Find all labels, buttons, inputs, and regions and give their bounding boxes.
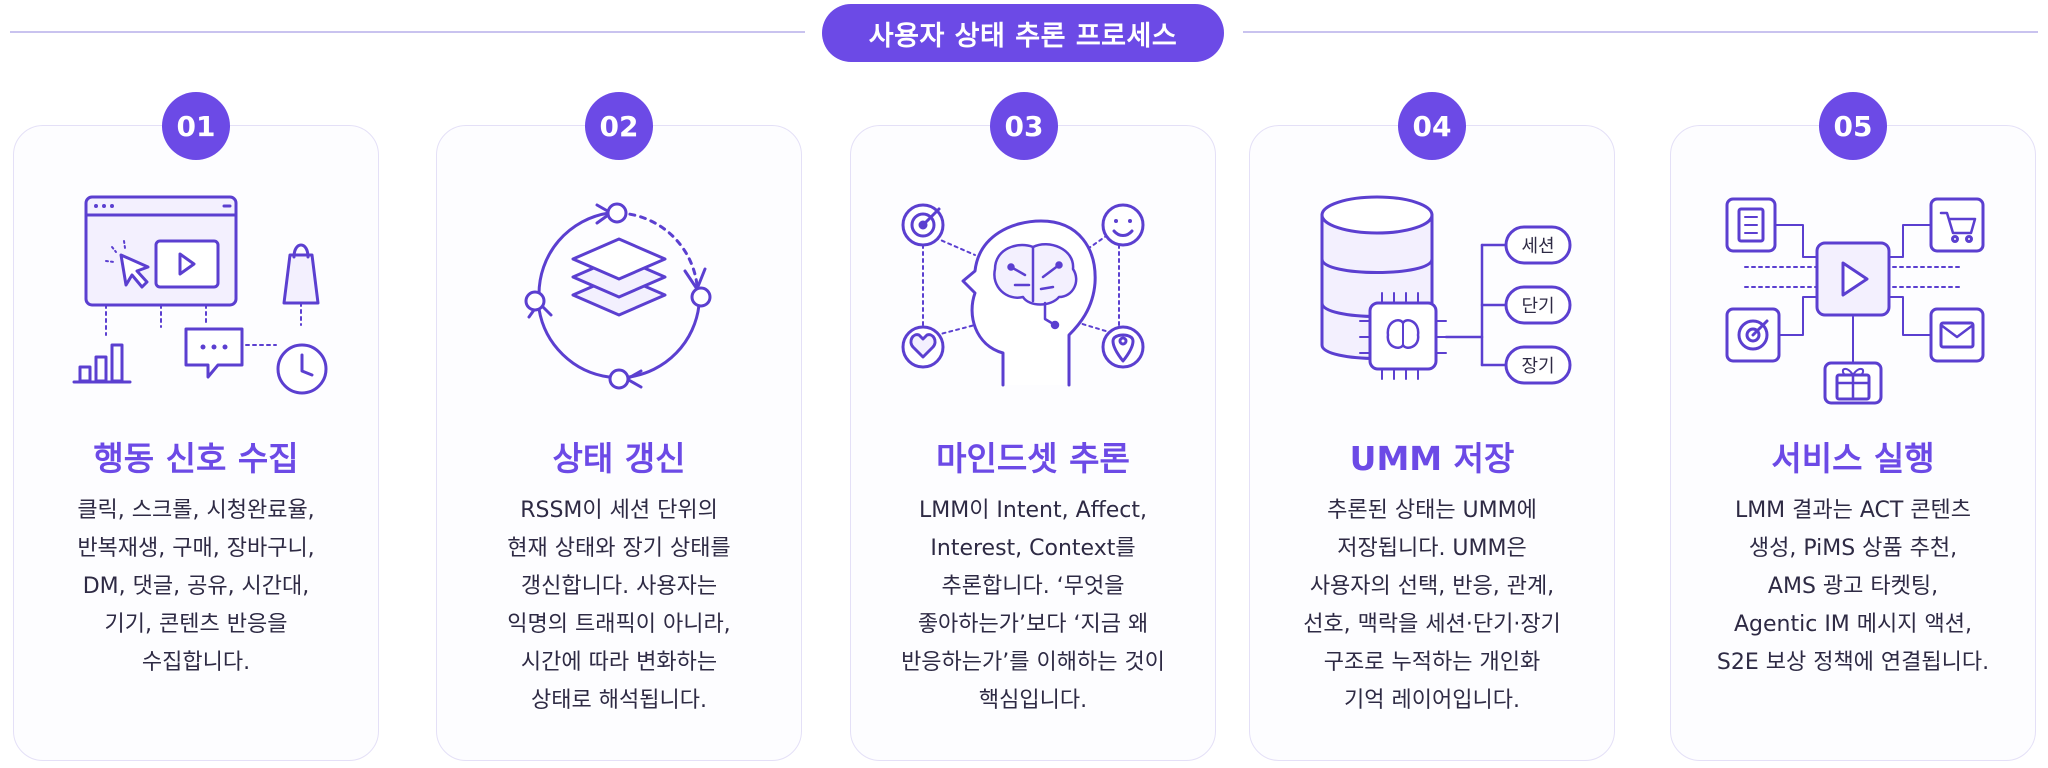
description-line: RSSM이 세션 단위의 — [520, 498, 718, 523]
umm-storage-illustration: 세션 단기 장기 — [1320, 195, 1572, 385]
step-description: LMM 결과는 ACT 콘텐츠 생성, PiMS 상품 추천, AMS 광고 타… — [1670, 492, 2036, 682]
description-line: 상태로 해석됩니다. — [531, 688, 707, 713]
description-line: 현재 상태와 장기 상태를 — [507, 536, 731, 561]
page-title: 사용자 상태 추론 프로세스 — [822, 4, 1224, 62]
description-line: 수집합니다. — [141, 650, 251, 675]
step-number-badge: 03 — [990, 92, 1058, 160]
step-number-badge: 04 — [1398, 92, 1466, 160]
description-line: 반복재생, 구매, 장바구니, — [77, 536, 315, 561]
description-line: 반응하는가’를 이해하는 것이 — [901, 650, 1165, 675]
step-number-badge: 02 — [585, 92, 653, 160]
memory-tree-connector — [1444, 243, 1508, 367]
shopping-cart-icon — [1929, 197, 1985, 253]
location-pin-icon — [1101, 325, 1145, 369]
description-line: Agentic IM 메시지 액션, — [1734, 612, 1972, 637]
step-description: 추론된 상태는 UMM에 저장됩니다. UMM은 사용자의 선택, 반응, 관계… — [1249, 492, 1615, 720]
shopping-bag-icon — [282, 243, 320, 305]
layers-stack-icon — [571, 237, 667, 317]
description-line: AMS 광고 타켓팅, — [1767, 574, 1939, 599]
description-line: 시간에 따라 변화하는 — [520, 650, 718, 675]
memory-label-session: 세션 — [1521, 236, 1554, 257]
memory-label-short-term: 단기 — [1521, 296, 1554, 317]
step-card-update — [436, 125, 802, 761]
node-circle — [690, 286, 712, 308]
description-line: 클릭, 스크롤, 시청완료율, — [77, 498, 315, 523]
node-circle — [606, 202, 628, 224]
step-title: 마인드셋 추론 — [936, 439, 1130, 478]
step-description: LMM이 Intent, Affect, Interest, Context를 … — [850, 492, 1216, 720]
node-circle — [524, 290, 546, 312]
title-divider-right — [1243, 31, 2038, 33]
bar-chart-icon — [72, 343, 132, 384]
target-icon — [901, 203, 945, 247]
step-title: 상태 갱신 — [552, 439, 686, 478]
memory-tag-session — [1504, 225, 1572, 265]
description-line: 핵심입니다. — [978, 688, 1088, 713]
description-line: 저장됩니다. UMM은 — [1337, 536, 1527, 561]
mindset-inference-illustration — [901, 203, 1145, 387]
description-line: Interest, Context를 — [930, 536, 1136, 561]
memory-tag-long-term — [1504, 345, 1572, 385]
description-line: 사용자의 선택, 반응, 관계, — [1309, 574, 1555, 599]
service-execution-illustration — [1725, 197, 1985, 405]
step-title: UMM 저장 — [1349, 439, 1515, 478]
description-line: 기기, 콘텐츠 반응을 — [104, 612, 288, 637]
description-line: DM, 댓글, 공유, 시간대, — [82, 574, 310, 599]
description-line: 좋아하는가’보다 ‘지금 왜 — [917, 612, 1149, 637]
play-video-icon — [154, 239, 220, 289]
description-line: 선호, 맥락을 세션·단기·장기 — [1303, 612, 1561, 637]
description-line: 갱신합니다. 사용자는 — [520, 574, 718, 599]
cycle-arrows-icon — [527, 203, 707, 389]
chat-bubble-icon — [184, 327, 244, 379]
state-update-illustration — [524, 202, 712, 390]
cursor-click-icon — [105, 240, 150, 289]
step-title: 서비스 실행 — [1771, 439, 1935, 478]
smile-face-icon — [1101, 203, 1145, 247]
heart-icon — [901, 325, 945, 369]
node-circle — [608, 368, 630, 390]
step-number-badge: 05 — [1819, 92, 1887, 160]
memory-label-long-term: 장기 — [1521, 356, 1554, 377]
connector-lines — [1744, 224, 1962, 364]
step-number-badge: 01 — [162, 92, 230, 160]
description-line: S2E 보상 정책에 연결됩니다. — [1716, 650, 1990, 675]
mail-icon — [1929, 307, 1985, 363]
document-icon — [1725, 197, 1777, 253]
description-line: 기억 레이어입니다. — [1344, 688, 1520, 713]
description-line: LMM 결과는 ACT 콘텐츠 — [1734, 498, 1972, 523]
memory-tag-short-term — [1504, 285, 1572, 325]
target-icon — [1725, 307, 1781, 363]
gift-icon — [1823, 361, 1883, 405]
step-title: 행동 신호 수집 — [93, 439, 299, 478]
description-line: LMM이 Intent, Affect, — [918, 498, 1148, 523]
description-line: 추론된 상태는 UMM에 — [1327, 498, 1537, 523]
step-description: 클릭, 스크롤, 시청완료율, 반복재생, 구매, 장바구니, DM, 댓글, … — [13, 492, 379, 682]
description-line: 익명의 트래픽이 아니라, — [507, 612, 731, 637]
step-description: RSSM이 세션 단위의 현재 상태와 장기 상태를 갱신합니다. 사용자는 익… — [436, 492, 802, 720]
description-line: 생성, PiMS 상품 추천, — [1748, 536, 1958, 561]
title-divider-left — [10, 31, 805, 33]
description-line: 추론합니다. ‘무엇을 — [941, 574, 1125, 599]
clock-icon — [276, 343, 328, 395]
ai-chip-icon — [1359, 292, 1447, 380]
play-content-icon — [1815, 241, 1891, 317]
description-line: 구조로 누적하는 개인화 — [1323, 650, 1541, 675]
connector-lines — [105, 302, 302, 346]
behavior-signals-illustration — [72, 195, 328, 395]
brain-icon — [993, 242, 1078, 330]
